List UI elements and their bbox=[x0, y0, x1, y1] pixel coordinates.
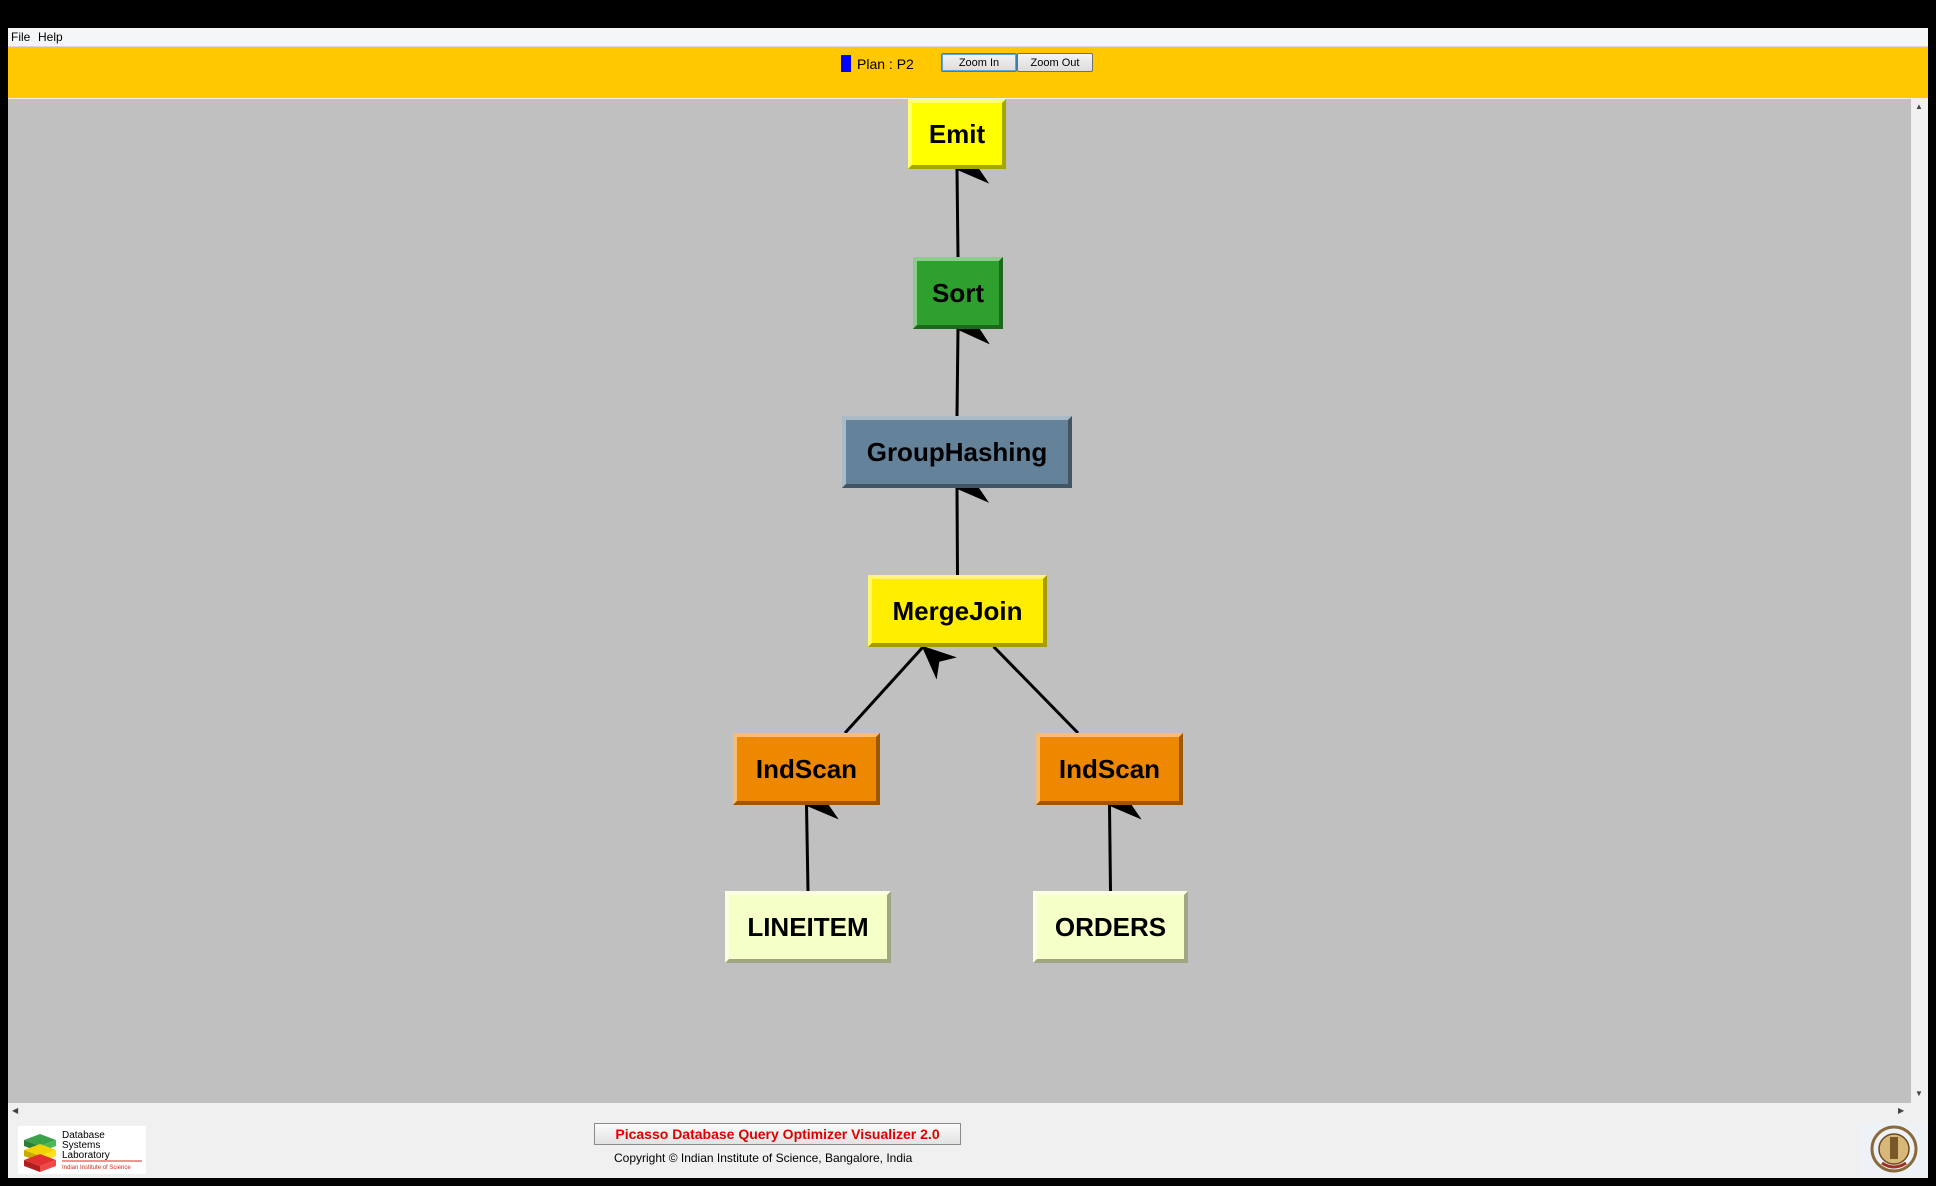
plan-node-label-indscan-right: IndScan bbox=[1059, 754, 1160, 784]
database-systems-lab-logo: Database Systems Laboratory Indian Insti… bbox=[18, 1126, 146, 1174]
plan-node-indscan-left[interactable]: IndScan bbox=[733, 733, 880, 805]
edge-indscan-right-to-mergejoin bbox=[992, 613, 1080, 735]
menu-file[interactable]: File bbox=[11, 30, 31, 44]
edge-indscan-left-to-mergejoin bbox=[843, 645, 957, 735]
copyright-text: Copyright © Indian Institute of Science,… bbox=[614, 1151, 913, 1165]
plan-node-lineitem[interactable]: LINEITEM bbox=[725, 891, 891, 963]
menu-bar: File Help bbox=[8, 28, 1928, 47]
logo-text-line-2: Systems bbox=[62, 1140, 100, 1151]
plan-node-label-mergejoin: MergeJoin bbox=[892, 596, 1022, 626]
logo-text-line-4: Indian Institute of Science bbox=[62, 1165, 131, 1171]
scroll-down-arrow-icon[interactable]: ▼ bbox=[1915, 1089, 1923, 1098]
app-title-banner: Picasso Database Query Optimizer Visuali… bbox=[594, 1123, 961, 1145]
footer: Database Systems Laboratory Indian Insti… bbox=[8, 1120, 1928, 1178]
plan-node-indscan-right[interactable]: IndScan bbox=[1036, 733, 1183, 805]
menu-help[interactable]: Help bbox=[38, 30, 63, 44]
scroll-right-arrow-icon[interactable]: ▶ bbox=[1898, 1106, 1905, 1115]
plan-node-label-indscan-left: IndScan bbox=[756, 754, 857, 784]
plan-label: Plan : P2 bbox=[857, 56, 914, 72]
app-window: File Help Plan : P2 Zoom In Zoom Out Emi… bbox=[8, 28, 1928, 1178]
zoom-out-button[interactable]: Zoom Out bbox=[1017, 53, 1093, 72]
plan-node-label-orders: ORDERS bbox=[1055, 912, 1166, 942]
plan-node-orders[interactable]: ORDERS bbox=[1033, 891, 1188, 963]
plan-node-label-lineitem: LINEITEM bbox=[747, 912, 868, 942]
scroll-up-arrow-icon[interactable]: ▲ bbox=[1915, 102, 1923, 111]
edge-orders-to-indscan-right bbox=[1107, 789, 1142, 892]
edges-layer bbox=[804, 153, 1142, 892]
plan-node-label-sort: Sort bbox=[932, 278, 984, 308]
edge-lineitem-to-indscan-left bbox=[804, 789, 839, 892]
edge-grouphashing-to-sort bbox=[955, 314, 991, 417]
vertical-scrollbar[interactable]: ▲ ▼ bbox=[1911, 99, 1928, 1103]
plan-node-emit[interactable]: Emit bbox=[908, 99, 1006, 169]
edge-sort-to-emit bbox=[955, 153, 990, 258]
zoom-in-button[interactable]: Zoom In bbox=[941, 53, 1017, 72]
edge-mergejoin-to-grouphashing bbox=[955, 472, 990, 576]
horizontal-scrollbar[interactable]: ◀ ▶ bbox=[8, 1103, 1911, 1120]
plan-node-mergejoin[interactable]: MergeJoin bbox=[868, 575, 1047, 647]
plan-node-sort[interactable]: Sort bbox=[913, 257, 1003, 329]
scroll-left-arrow-icon[interactable]: ◀ bbox=[12, 1106, 19, 1115]
iisc-emblem-logo bbox=[1860, 1123, 1928, 1175]
toolbar: Plan : P2 Zoom In Zoom Out bbox=[8, 47, 1928, 98]
plan-node-label-emit: Emit bbox=[929, 119, 986, 149]
plan-node-label-grouphashing: GroupHashing bbox=[867, 437, 1048, 467]
plan-node-grouphashing[interactable]: GroupHashing bbox=[842, 416, 1072, 488]
logo-text-line-1: Database bbox=[62, 1130, 105, 1141]
plan-color-swatch bbox=[841, 55, 851, 72]
logo-text-line-3: Laboratory bbox=[62, 1150, 110, 1161]
